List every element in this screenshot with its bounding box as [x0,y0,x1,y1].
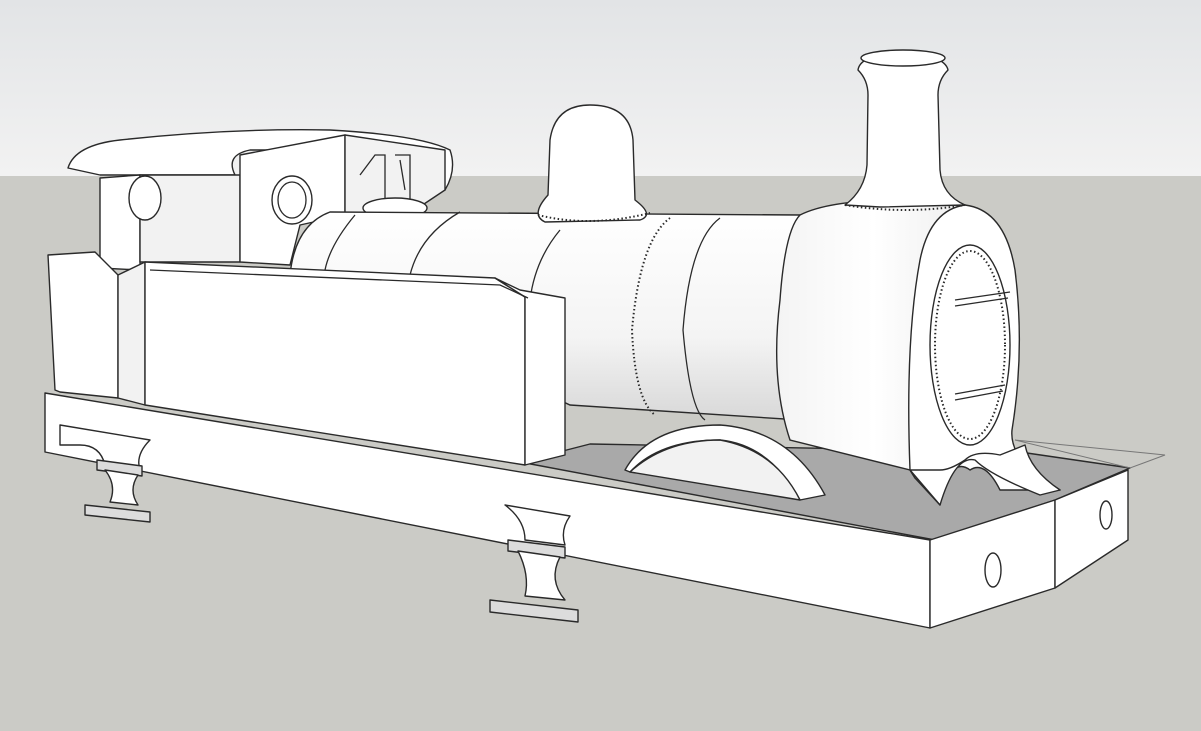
boiler-band [409,211,461,276]
buffer-beam [1054,469,1129,589]
cab-rear-side [117,261,146,406]
rear-foot-leg [104,469,139,506]
locomotive-model[interactable] [44,49,1166,629]
smokebox-door-rim [934,250,1006,440]
cab-front-right [344,134,446,216]
wheel-splasher-face [629,439,801,501]
cab-front-window-inner [277,181,307,219]
saddle [909,444,1061,506]
dome-base-rivets [537,212,651,223]
rear-foot-base [84,504,151,523]
middle-foot [504,504,571,546]
steam-dome [537,104,648,223]
door-hinge-strap [954,291,1011,307]
side-tank-top-edge [149,269,529,299]
boiler-band [324,214,356,271]
cab-spectacle [128,175,162,221]
buffer-hole-icon [1099,500,1113,530]
regulator-pipe [359,154,411,200]
deck-shadow-line [1014,439,1166,469]
cab-rear [47,251,119,399]
middle-foot-leg [517,550,566,601]
rear-foot-pad [96,459,143,477]
chimney-cap [860,49,946,67]
frame-hole-icon [984,552,1002,588]
door-hinge-strap [954,384,1006,401]
smokebox-door [929,244,1011,446]
middle-foot-base [489,599,579,623]
middle-foot-pad [507,539,566,559]
chimney-base-rivets [844,204,966,211]
boiler-band [682,217,721,421]
boiler-band [630,217,671,416]
